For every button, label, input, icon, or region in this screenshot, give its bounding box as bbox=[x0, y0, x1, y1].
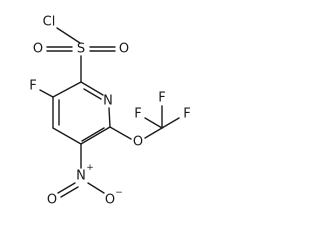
bond-c3-c2 bbox=[52, 81, 82, 98]
atom-f-ring: F bbox=[29, 79, 36, 94]
bond-c2-n-inner bbox=[83, 88, 102, 100]
bond-o-cf3 bbox=[144, 127, 163, 139]
atom-o-sulfonyl-left: O bbox=[33, 42, 43, 57]
charge-n-nitro-plus: + bbox=[86, 163, 94, 173]
atom-o-sulfonyl-right: O bbox=[119, 42, 129, 57]
bond-c2-n bbox=[80, 81, 104, 96]
bond-cf3-f-left bbox=[144, 117, 163, 129]
bond-cf3-f-right bbox=[161, 117, 180, 129]
atom-f-cf3-top: F bbox=[158, 91, 165, 106]
bond-n-c6 bbox=[108, 107, 111, 128]
charge-o-nitro-minus: − bbox=[115, 188, 123, 198]
bond-c6-o bbox=[109, 126, 132, 140]
atom-s: S bbox=[77, 42, 85, 57]
bond-c6-c5 bbox=[80, 126, 111, 145]
bond-c3-f bbox=[39, 89, 54, 98]
atom-o-ether: O bbox=[133, 135, 143, 150]
chemical-structure: Cl S O O F N O F F F N + O O − bbox=[29, 15, 190, 208]
atom-o-nitro-single: O bbox=[105, 193, 115, 208]
atom-n-nitro: N bbox=[76, 169, 86, 184]
atom-f-cf3-right: F bbox=[183, 107, 190, 122]
bond-nitro-o-double-a bbox=[57, 182, 76, 194]
bond-c5-c4 bbox=[52, 127, 82, 145]
atom-o-nitro-double: O bbox=[47, 193, 57, 208]
bond-s-cl bbox=[56, 27, 81, 44]
atom-n-ring: N bbox=[103, 94, 113, 109]
bond-nitro-o-double-b bbox=[60, 186, 79, 198]
bond-nitro-o-single bbox=[87, 182, 105, 194]
bonds bbox=[39, 27, 180, 198]
bond-c6-c5-inner bbox=[81, 127, 105, 142]
atom-labels: Cl S O O F N O F F F N + O O − bbox=[29, 15, 190, 208]
atom-cl: Cl bbox=[43, 15, 56, 30]
atom-f-cf3-left: F bbox=[134, 107, 141, 122]
